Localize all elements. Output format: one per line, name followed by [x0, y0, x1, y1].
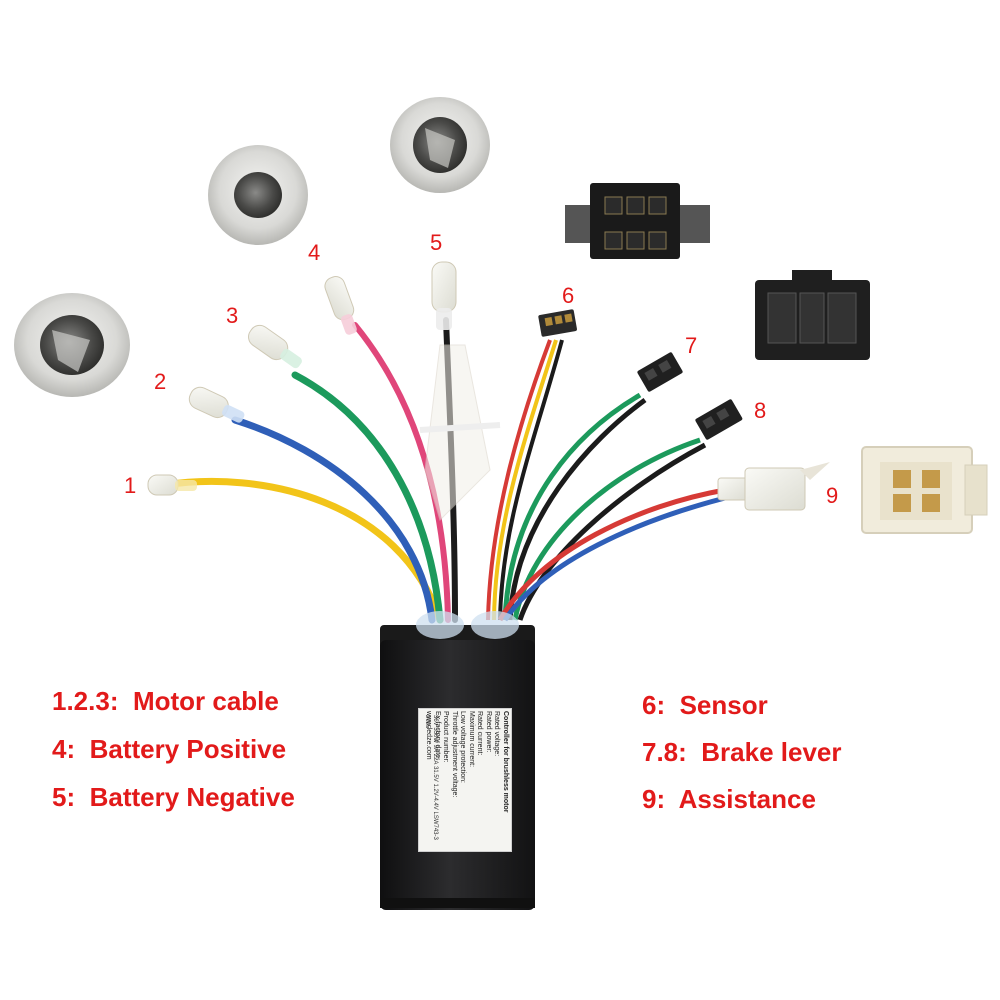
legend-text: Brake lever — [701, 737, 842, 767]
legend-battery-negative: 5: Battery Negative — [52, 784, 295, 810]
controller-label: Controller for brushless motor Rated vol… — [418, 708, 512, 852]
wire-blue-assist — [502, 495, 726, 622]
connector-number-8: 8 — [754, 398, 767, 423]
assist-plug-9 — [717, 462, 830, 511]
bullet-connector-3 — [248, 324, 302, 369]
label-value: 1.2V-4.4V — [432, 783, 438, 810]
wire-green — [291, 371, 444, 624]
heatshrink-bundle — [424, 344, 491, 521]
label-value: 2025 — [424, 715, 430, 729]
wire-pink — [352, 322, 451, 623]
legend-key: 5: — [52, 782, 76, 812]
legend-text: Sensor — [679, 690, 768, 720]
legend-assistance: 9: Assistance — [642, 786, 816, 812]
label-line: Product number: — [442, 711, 450, 763]
label-line: Low voltage protection: — [459, 711, 467, 783]
label-line: Throttle adjustment voltage: — [451, 711, 458, 798]
legend-text: Battery Negative — [89, 782, 295, 812]
connector-number-1: 1 — [124, 473, 137, 498]
legend-text: Battery Positive — [89, 734, 287, 764]
wire-yellow — [161, 477, 444, 624]
sensor-plug-6 — [538, 309, 577, 337]
wire-green-brake1 — [502, 392, 642, 621]
label-value: 22A — [432, 753, 438, 765]
legend-sensor: 6: Sensor — [642, 692, 768, 718]
bullet-connector-2 — [188, 386, 245, 423]
assistance-connector-face — [861, 446, 988, 534]
motor-terminal-left — [14, 293, 130, 397]
connector-number-6: 6 — [562, 283, 575, 308]
legend-text: Assistance — [678, 784, 816, 814]
wire-blue — [231, 416, 436, 624]
label-line: Rated voltage: — [493, 711, 501, 757]
connector-number-2: 2 — [154, 369, 167, 394]
brake-connector-face — [755, 270, 870, 360]
brake-plug-7 — [637, 352, 683, 392]
label-value: 31.5V — [432, 766, 438, 782]
wire-black-sensor — [498, 339, 564, 621]
connector-number-9: 9 — [826, 483, 839, 508]
legend-key: 1.2.3: — [52, 686, 119, 716]
label-value: 9A — [432, 744, 438, 753]
sensor-connector-face — [565, 183, 710, 259]
legend-battery-positive: 4: Battery Positive — [52, 736, 286, 762]
wire-yellow-sensor — [492, 339, 558, 621]
label-line: Maximum current: — [468, 711, 475, 768]
connector-number-5: 5 — [430, 230, 443, 255]
legend-brake-lever: 7.8: Brake lever — [642, 739, 842, 765]
wire-red-sensor — [486, 339, 552, 621]
label-line: Rated current: — [476, 711, 484, 756]
label-value: 36V — [432, 715, 438, 726]
bullet-connector-5 — [431, 261, 457, 330]
label-line: Rated power: — [485, 711, 492, 753]
label-line: Controller for brushless motor — [502, 711, 509, 813]
connector-number-3: 3 — [226, 303, 239, 328]
legend-key: 6: — [642, 690, 666, 720]
zip-tie — [419, 422, 501, 433]
legend-key: 7.8: — [642, 737, 687, 767]
wire-red-assist — [497, 487, 726, 622]
motor-terminal-middle — [208, 145, 308, 245]
legend-key: 9: — [642, 784, 666, 814]
label-value: 350W — [432, 727, 438, 744]
legend-text: Motor cable — [132, 686, 279, 716]
connector-number-7: 7 — [685, 333, 698, 358]
legend-key: 4: — [52, 734, 76, 764]
connector-number-4: 4 — [308, 240, 321, 265]
wire-black-brake2 — [517, 442, 707, 621]
legend-motor-cable: 1.2.3: Motor cable — [52, 688, 279, 714]
wire-black-brake1 — [507, 397, 647, 621]
label-value: LSW743-3 — [432, 811, 438, 840]
bullet-connector-4 — [324, 276, 357, 335]
bullet-connector-1 — [147, 474, 197, 496]
brake-plug-8 — [695, 399, 743, 440]
motor-terminal-right — [390, 97, 490, 193]
